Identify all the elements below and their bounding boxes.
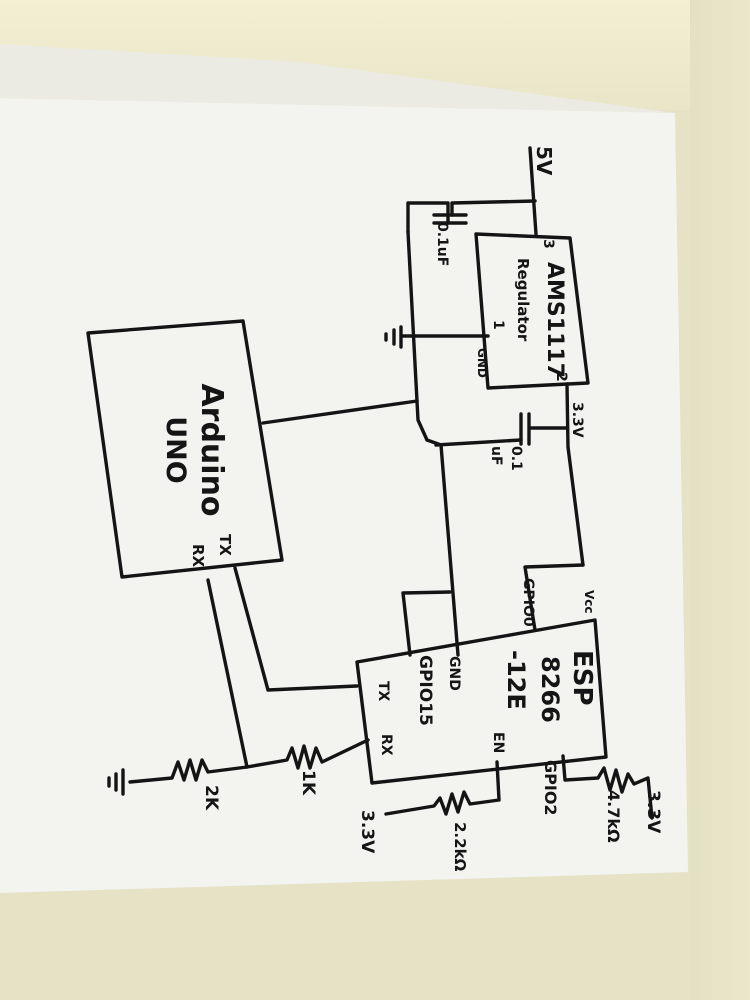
output-capacitor: 3.3V 0.1 uF	[434, 382, 585, 567]
ground-symbol-top	[384, 325, 414, 349]
cap-in-label: 0.1uF	[434, 222, 450, 266]
esp-rx-label: RX	[378, 734, 394, 756]
esp-gpio2-label: GPIO2	[541, 760, 560, 816]
regulator-name: AMS1117	[542, 262, 567, 378]
esp-vcc-label: Vcc	[582, 590, 596, 614]
3v3-out-label: 3.3V	[569, 402, 585, 438]
esp-gpio15-label: GPIO15	[415, 655, 435, 726]
arduino-model: UNO	[160, 416, 191, 483]
resistor-1k	[245, 738, 370, 770]
arduino-tx-to-esp-rx-wire	[233, 566, 359, 692]
cap-out-label-2: uF	[488, 446, 504, 466]
regulator-gnd-label: GND	[475, 348, 489, 378]
regulator-pin1: 1	[490, 320, 506, 330]
gpio2-3v3-label: 3.3V	[643, 790, 663, 834]
esp-en-label: EN	[490, 732, 506, 753]
resistor-1k-label: 1K	[298, 770, 318, 796]
3v3-rail	[565, 382, 585, 567]
notebook-edge	[690, 0, 750, 1000]
en-pullup-resistor	[384, 760, 501, 816]
ground-symbol-bottom	[107, 768, 125, 796]
5v-supply-wire	[528, 146, 538, 236]
5v-label: 5V	[532, 146, 556, 176]
arduino-name: Arduino	[194, 383, 229, 516]
gnd-rail-esp	[425, 438, 460, 657]
en-pullup-label: 2.2kΩ	[451, 822, 469, 872]
esp-tx-label: TX	[375, 681, 391, 702]
esp-variant: -12E	[502, 650, 530, 710]
esp-gnd-label: GND	[446, 656, 462, 691]
arduino-uno: Arduino UNO TX RX	[86, 319, 284, 579]
paper-fold	[0, 44, 675, 113]
regulator-pin3: 3	[540, 239, 556, 249]
esp-outline	[355, 618, 608, 785]
esp-model: 8266	[536, 656, 564, 723]
ams1117-regulator: AMS1117 Regulator 3 1 2 GND	[474, 232, 590, 390]
resistor-2k-label: 2K	[201, 785, 221, 811]
cap-out-label-1: 0.1	[508, 446, 524, 471]
cap-in-ground-wire	[406, 201, 450, 234]
esp-name: ESP	[567, 650, 597, 706]
input-capacitor: 0.1uF	[406, 199, 537, 266]
regulator-pin2: 2	[553, 372, 569, 382]
resistor-2k	[128, 758, 249, 784]
gpio2-pullup-resistor	[561, 754, 654, 820]
en-3v3-label: 3.3V	[357, 810, 377, 854]
gpio2-pullup-label: 4.7kΩ	[604, 790, 623, 843]
arduino-outline	[86, 319, 284, 579]
arduino-rx-wire	[206, 578, 249, 769]
arduino-gnd-wire	[261, 399, 419, 425]
gnd-rail-left	[406, 230, 429, 442]
esp-gpio0-label: GPIO0	[520, 578, 536, 627]
gpio15-gnd-wire	[401, 590, 452, 657]
arduino-rx-label: RX	[189, 544, 207, 568]
arduino-tx-label: TX	[216, 534, 234, 556]
cap-in-wire	[450, 199, 537, 217]
regulator-label: Regulator	[514, 258, 532, 342]
paper-sheet	[0, 98, 688, 893]
gpio0-vcc-bridge	[523, 563, 585, 632]
cap-out-gnd-wire	[434, 438, 523, 447]
esp8266-module: ESP 8266 -12E Vcc GPIO0 GND GPIO15 TX RX…	[355, 578, 608, 816]
